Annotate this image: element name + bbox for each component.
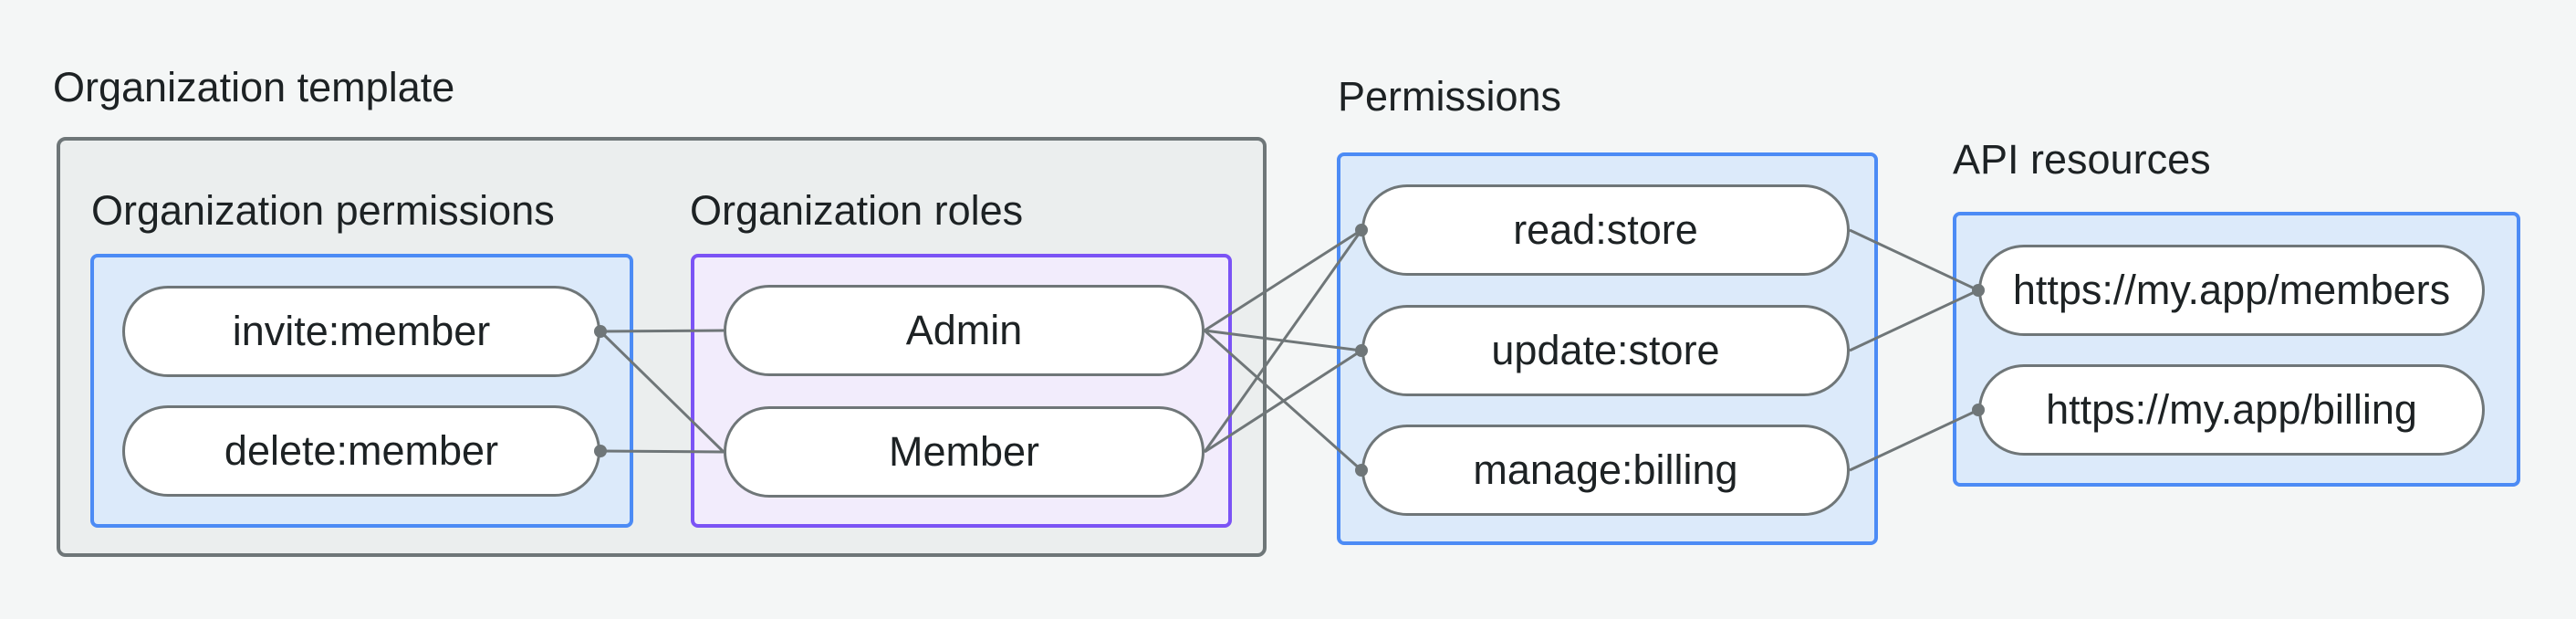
api-resources-label: API resources — [1953, 136, 2211, 183]
pill-invite-member: invite:member — [122, 286, 600, 377]
pill-update-store: update:store — [1361, 305, 1850, 396]
org-template-title: Organization template — [53, 64, 455, 110]
pill-members-url: https://my.app/members — [1978, 245, 2485, 336]
permissions-label: Permissions — [1338, 73, 1562, 120]
pill-admin: Admin — [724, 285, 1205, 376]
pill-delete-member: delete:member — [122, 405, 600, 497]
pill-manage-billing: manage:billing — [1361, 425, 1850, 516]
pill-member: Member — [724, 406, 1205, 498]
org-permissions-label: Organization permissions — [91, 187, 555, 234]
pill-billing-url: https://my.app/billing — [1978, 364, 2485, 456]
pill-read-store: read:store — [1361, 184, 1850, 276]
org-roles-label: Organization roles — [690, 187, 1024, 234]
